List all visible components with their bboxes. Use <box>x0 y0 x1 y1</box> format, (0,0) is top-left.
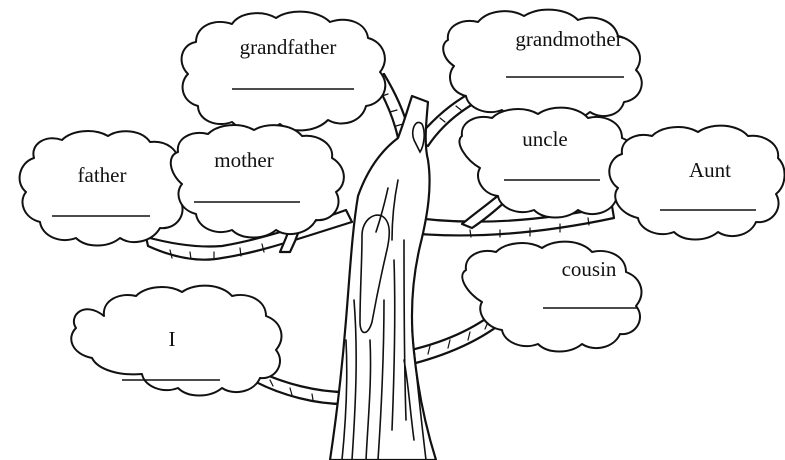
cloud-grandfather <box>180 10 387 133</box>
tree-branches <box>144 72 616 406</box>
trunk-grain <box>341 179 427 460</box>
node-grandmother: grandmother <box>442 8 643 122</box>
branch-right <box>396 204 616 237</box>
label-grandfather: grandfather <box>240 35 337 59</box>
cloud-father <box>18 130 190 247</box>
trunk-upper-knot <box>411 121 425 154</box>
label-father: father <box>78 163 127 187</box>
cloud-cousin <box>461 240 643 353</box>
cloud-mother <box>169 124 345 239</box>
label-grandmother: grandmother <box>515 27 622 51</box>
node-mother: mother <box>169 124 345 239</box>
node-grandfather: grandfather <box>180 10 387 133</box>
node-father: father <box>18 130 190 247</box>
node-uncle: uncle <box>458 106 639 219</box>
label-uncle: uncle <box>522 127 567 151</box>
cloud-aunt <box>608 124 785 241</box>
label-mother: mother <box>214 148 273 172</box>
branch-hatching <box>169 93 590 401</box>
node-aunt: Aunt <box>608 124 785 241</box>
cloud-me <box>70 284 283 397</box>
node-me: I <box>70 284 283 397</box>
tree-trunk <box>328 94 438 460</box>
label-me: I <box>169 327 176 351</box>
label-aunt: Aunt <box>689 158 731 182</box>
label-cousin: cousin <box>562 257 617 281</box>
node-cousin: cousin <box>461 240 643 353</box>
cloud-grandmother <box>442 8 643 122</box>
